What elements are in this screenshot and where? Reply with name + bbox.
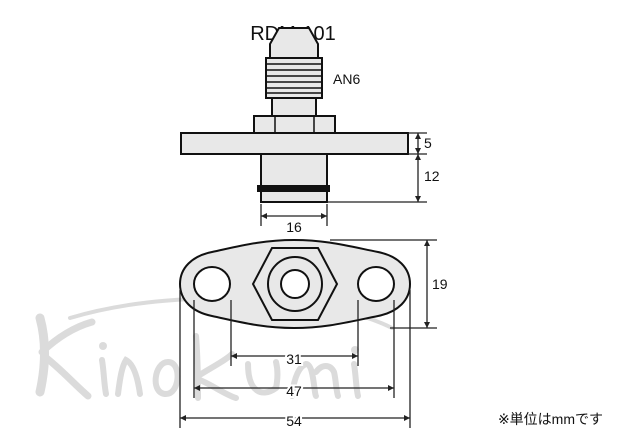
plate-overall-width-dimension: 54 [286,413,302,429]
an-fitting-tip [269,27,319,59]
left-bolt-hole [193,266,231,302]
height-dimension [330,239,437,329]
plate-inner-width-dimension: 47 [286,383,302,399]
vertical-dimensions [327,132,427,203]
bolt-spacing-dim [230,300,359,366]
fitting-bore [280,269,310,299]
body-height-dimension: 12 [424,168,440,184]
diameter-dimension [260,204,328,226]
thread-lines [266,63,322,94]
o-ring [257,185,330,192]
right-bolt-hole [357,266,395,302]
body-diameter-dimension: 16 [286,219,302,235]
flange-plate-side [180,132,409,155]
thread-label: AN6 [333,71,360,87]
side-view: AN6 5 12 16 [180,27,440,237]
body-cylinder [260,153,328,203]
inner-width-dim [193,300,395,398]
top-view: 19 31 47 54 [178,238,450,431]
unit-note: ※単位はmmです [498,411,603,427]
fitting-neck [271,97,317,117]
bolt-spacing-dimension: 31 [286,351,302,367]
flange-thickness-dimension: 5 [424,135,432,151]
plate-height-dimension: 19 [432,276,448,292]
overall-width-dim [179,290,411,428]
